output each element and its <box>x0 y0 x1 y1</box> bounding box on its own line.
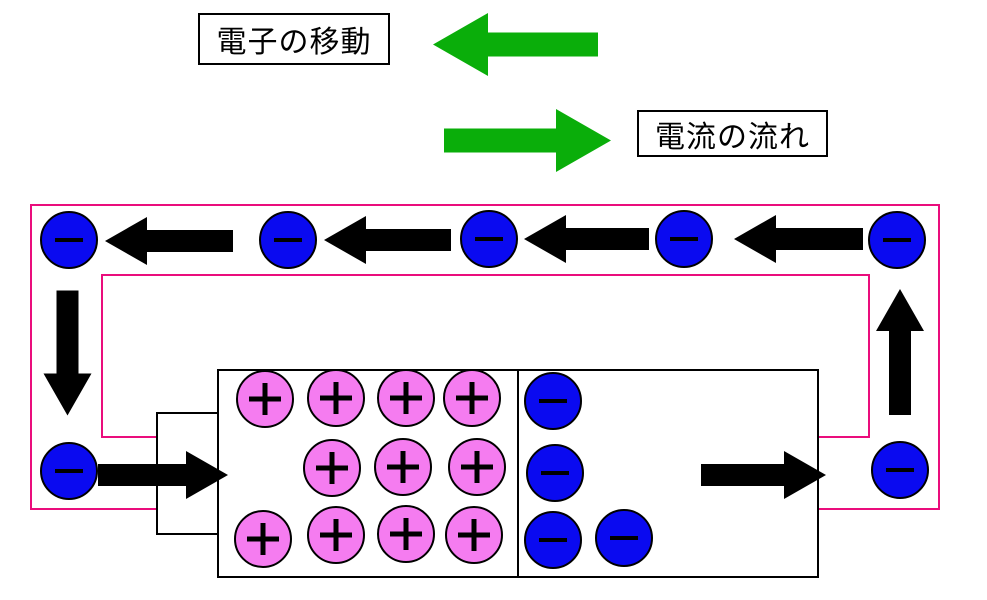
electron-circle <box>524 372 582 430</box>
plus-symbol-vertical <box>469 382 475 414</box>
electron-direction-arrow <box>432 12 598 76</box>
electron-circle <box>259 211 317 269</box>
minus-symbol <box>539 538 567 542</box>
plus-symbol-vertical <box>471 519 477 551</box>
positive-ion-circle <box>307 369 365 427</box>
positive-ion-circle <box>303 439 361 497</box>
current-flow-label: 電流の流れ <box>637 110 828 157</box>
minus-symbol <box>55 469 83 473</box>
minus-symbol <box>883 238 911 242</box>
positive-ion-circle <box>236 370 294 428</box>
positive-ion-circle <box>443 369 501 427</box>
plus-symbol-vertical <box>262 383 268 415</box>
minus-symbol <box>55 238 83 242</box>
positive-ion-circle <box>448 438 506 496</box>
minus-symbol <box>541 471 569 475</box>
current-flow-label-text: 電流の流れ <box>655 120 810 154</box>
electron-circle <box>655 210 713 268</box>
minus-symbol <box>274 238 302 242</box>
plus-symbol-vertical <box>400 451 406 483</box>
electron-circle <box>40 442 98 500</box>
electron-circle <box>524 511 582 569</box>
electron-flow-arrow <box>700 451 826 499</box>
electron-flow-arrow <box>523 215 649 263</box>
positive-ion-circle <box>234 510 292 568</box>
plus-symbol-vertical <box>329 452 335 484</box>
positive-ion-circle <box>374 438 432 496</box>
positive-ion-circle <box>445 506 503 564</box>
plus-symbol-vertical <box>403 382 409 414</box>
electron-circle <box>871 441 929 499</box>
electron-flow-arrow <box>876 289 924 415</box>
minus-symbol <box>475 237 503 241</box>
plus-symbol-vertical <box>403 518 409 550</box>
minus-symbol <box>539 399 567 403</box>
electron-movement-label-text: 電子の移動 <box>216 26 372 59</box>
positive-ion-circle <box>377 369 435 427</box>
plus-symbol-vertical <box>474 451 480 483</box>
electron-movement-label: 電子の移動 <box>198 13 390 65</box>
plus-symbol-vertical <box>333 519 339 551</box>
electron-circle <box>40 211 98 269</box>
electron-flow-arrow <box>105 217 233 265</box>
minus-symbol <box>886 468 914 472</box>
plus-symbol-vertical <box>333 382 339 414</box>
minus-symbol <box>670 237 698 241</box>
electron-circle <box>868 211 926 269</box>
electron-flow-arrow <box>733 215 863 263</box>
positive-ion-circle <box>307 506 365 564</box>
electron-circle <box>460 210 518 268</box>
current-direction-arrow <box>443 108 611 172</box>
positive-ion-circle <box>377 505 435 563</box>
electron-circle <box>595 509 653 567</box>
electron-flow-arrow <box>98 451 228 499</box>
battery-divider <box>517 369 519 578</box>
electron-flow-arrow <box>323 216 451 264</box>
minus-symbol <box>610 536 638 540</box>
plus-symbol-vertical <box>260 523 266 555</box>
electron-circle <box>526 444 584 502</box>
electron-flow-arrow <box>43 290 91 416</box>
